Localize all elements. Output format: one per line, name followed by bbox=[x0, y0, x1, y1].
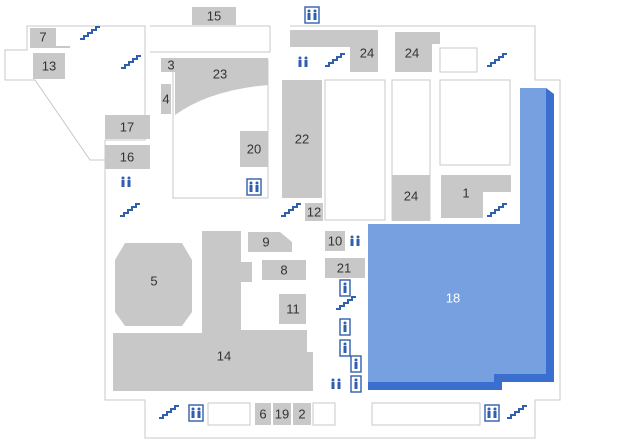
room-4[interactable]: 4 bbox=[161, 84, 171, 114]
stairs-icon bbox=[487, 53, 507, 67]
restroom-icon bbox=[339, 318, 351, 336]
svg-text:6: 6 bbox=[259, 407, 266, 422]
room-24-right[interactable]: 24 bbox=[395, 32, 440, 72]
room-14[interactable]: 14 bbox=[113, 231, 313, 391]
svg-text:24: 24 bbox=[404, 189, 418, 204]
restroom-icon bbox=[484, 404, 500, 422]
restroom-icon bbox=[298, 56, 308, 67]
room-23[interactable]: 23 bbox=[175, 58, 268, 115]
room-19[interactable]: 19 bbox=[273, 403, 291, 425]
room-21[interactable]: 21 bbox=[325, 258, 365, 278]
room-24-left[interactable]: 24 bbox=[290, 30, 378, 72]
svg-text:21: 21 bbox=[337, 261, 351, 276]
svg-text:12: 12 bbox=[307, 205, 321, 220]
svg-text:9: 9 bbox=[262, 235, 269, 250]
stairs-icon bbox=[487, 203, 507, 217]
stairs-icon bbox=[281, 203, 301, 217]
room-9[interactable]: 9 bbox=[248, 232, 292, 252]
room-17[interactable]: 17 bbox=[105, 115, 150, 139]
stairs-icon bbox=[336, 296, 356, 310]
svg-text:18: 18 bbox=[446, 291, 460, 306]
room-15[interactable]: 15 bbox=[192, 7, 236, 25]
stairs-icon bbox=[80, 26, 100, 40]
svg-text:11: 11 bbox=[286, 302, 300, 317]
svg-text:23: 23 bbox=[213, 67, 227, 82]
restroom-icon bbox=[339, 339, 351, 357]
restroom-icon bbox=[188, 404, 204, 422]
svg-text:22: 22 bbox=[295, 132, 309, 147]
svg-text:13: 13 bbox=[42, 59, 56, 74]
room-20[interactable]: 20 bbox=[240, 131, 268, 167]
room-18-highlighted[interactable]: 18 bbox=[368, 88, 554, 390]
room-13[interactable]: 13 bbox=[33, 53, 65, 79]
svg-text:24: 24 bbox=[405, 46, 419, 61]
svg-text:2: 2 bbox=[298, 407, 305, 422]
restroom-icon bbox=[304, 6, 320, 24]
room-24-tall: 24 bbox=[392, 175, 430, 221]
room-6[interactable]: 6 bbox=[255, 403, 271, 425]
restroom-icon bbox=[350, 355, 362, 373]
restroom-icon bbox=[121, 176, 131, 187]
restroom-icon bbox=[339, 279, 351, 297]
svg-text:16: 16 bbox=[120, 150, 134, 165]
restroom-icon bbox=[350, 235, 360, 246]
svg-text:15: 15 bbox=[207, 9, 221, 24]
svg-text:17: 17 bbox=[120, 120, 134, 135]
room-8[interactable]: 8 bbox=[262, 260, 306, 280]
stairs-icon bbox=[121, 55, 141, 69]
svg-text:4: 4 bbox=[162, 92, 169, 107]
svg-text:14: 14 bbox=[217, 349, 231, 364]
svg-text:24: 24 bbox=[360, 46, 374, 61]
restroom-icon bbox=[246, 178, 262, 196]
room-1[interactable]: 1 bbox=[441, 175, 511, 218]
room-10[interactable]: 10 bbox=[325, 231, 345, 251]
stairs-icon bbox=[325, 53, 345, 67]
stairs-icon bbox=[159, 405, 179, 419]
restroom-icon bbox=[350, 375, 362, 393]
room-7[interactable]: 7 bbox=[30, 28, 70, 48]
stairs-icon bbox=[120, 203, 140, 217]
svg-text:1: 1 bbox=[462, 186, 469, 201]
svg-text:20: 20 bbox=[247, 142, 261, 157]
svg-text:19: 19 bbox=[275, 407, 289, 422]
svg-text:10: 10 bbox=[328, 234, 342, 249]
room-22[interactable]: 22 bbox=[282, 80, 322, 198]
room-12[interactable]: 12 bbox=[305, 203, 323, 221]
room-5[interactable]: 5 bbox=[115, 243, 192, 326]
stairs-icon bbox=[507, 405, 527, 419]
room-11[interactable]: 11 bbox=[279, 294, 306, 324]
room-16[interactable]: 16 bbox=[105, 145, 150, 169]
svg-text:8: 8 bbox=[280, 263, 287, 278]
room-2[interactable]: 2 bbox=[293, 403, 311, 425]
svg-text:7: 7 bbox=[39, 30, 46, 45]
svg-text:5: 5 bbox=[150, 274, 157, 289]
svg-text:3: 3 bbox=[167, 58, 174, 73]
restroom-icon bbox=[331, 378, 341, 389]
